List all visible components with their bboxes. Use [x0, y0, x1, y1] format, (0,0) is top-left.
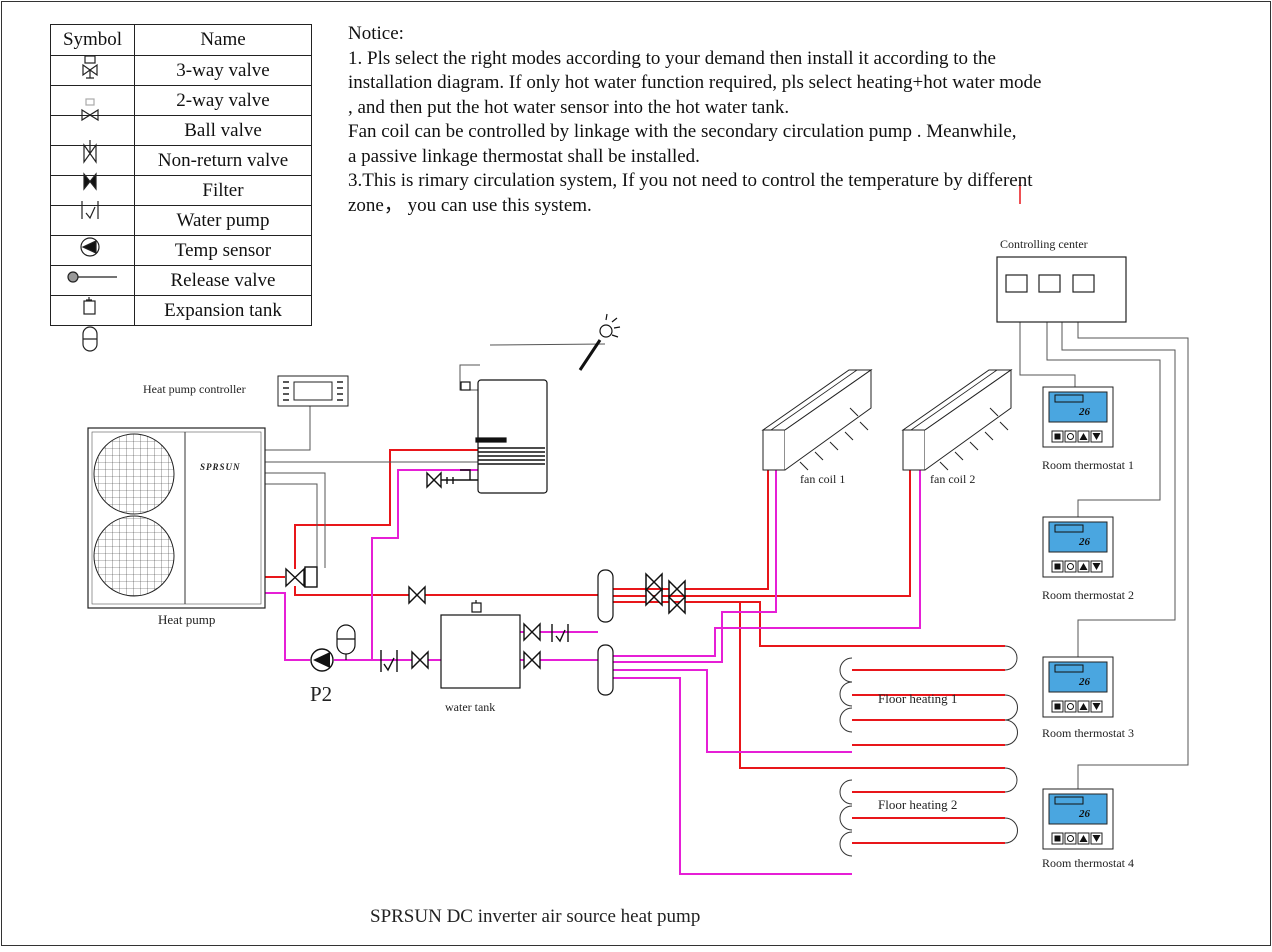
legend-row: Release valve	[50, 265, 312, 296]
legend-name: 2-way valve	[134, 85, 312, 116]
hot-water-tank	[460, 379, 548, 494]
expansion-tank	[336, 624, 356, 660]
tank-outlet-valves	[523, 622, 569, 670]
room-thermostat-2-icon	[1042, 516, 1114, 578]
fan-coil-1	[762, 369, 872, 471]
notice-line: , and then put the hot water sensor into…	[348, 96, 790, 118]
legend-name: Temp sensor	[134, 235, 312, 266]
return-pipes	[265, 469, 1018, 875]
room-thermostat-1-label: Room thermostat 1	[1042, 458, 1134, 472]
expansion-tank-icon	[82, 326, 98, 352]
three-way-valve	[285, 566, 318, 588]
legend-row: Water pump	[50, 205, 312, 236]
symbol-legend-table: Symbol Name 3-way valve 2-way valve Ball…	[50, 24, 312, 326]
diagram-caption: SPRSUN DC inverter air source heat pump	[370, 906, 700, 927]
legend-name: 3-way valve	[134, 55, 312, 86]
filter-and-ball-valve	[380, 650, 429, 672]
thermostat-3-display: 26	[1078, 676, 1091, 688]
legend-name: Water pump	[134, 205, 312, 236]
legend-name: Filter	[134, 175, 312, 206]
legend-row: Temp sensor	[50, 235, 312, 266]
room-thermostat-2-label: Room thermostat 2	[1042, 588, 1134, 602]
heat-pump-label: Heat pump	[158, 612, 215, 627]
legend-row: Ball valve	[50, 115, 312, 146]
thermostat-4-display: 26	[1078, 808, 1091, 820]
controlling-center	[996, 256, 1127, 323]
fan-grille-icon	[93, 515, 175, 597]
room-thermostat-1-icon	[1042, 386, 1114, 448]
thermostat-1-display: 26	[1078, 406, 1091, 418]
notice-line: a passive linkage thermostat shall be in…	[348, 145, 700, 167]
buffer-water-tank	[440, 600, 521, 689]
notice-line: Fan coil can be controlled by linkage wi…	[348, 121, 1017, 142]
legend-name: Expansion tank	[134, 295, 312, 326]
legend-row: Expansion tank	[50, 295, 312, 326]
fan-coil-1-label: fan coil 1	[800, 472, 845, 486]
legend-name: Ball valve	[134, 115, 312, 146]
manifolds	[597, 569, 614, 696]
heat-pump-controller	[277, 375, 349, 407]
controlling-center-label: Controlling center	[1000, 237, 1088, 251]
legend-header-symbol: Symbol	[50, 24, 135, 56]
notice-line: installation diagram. If only hot water …	[348, 72, 1042, 93]
room-thermostat-3-icon	[1042, 656, 1114, 718]
fan-coil-2	[902, 369, 1012, 471]
legend-row: Non-return valve	[50, 145, 312, 176]
heat-pump-unit	[87, 427, 266, 609]
heat-pump-controller-label: Heat pump controller	[143, 382, 246, 396]
notice-block: Notice: 1. Pls select the right modes ac…	[348, 22, 1248, 218]
thermostat-2-display: 26	[1078, 536, 1091, 548]
water-tank-label: water tank	[445, 700, 495, 714]
legend-header-name: Name	[134, 24, 312, 56]
floor-heating-2-label: Floor heating 2	[878, 797, 957, 812]
legend-name: Non-return valve	[134, 145, 312, 176]
drain-valve	[426, 469, 478, 489]
legend-row: 3-way valve	[50, 55, 312, 86]
legend-row: 2-way valve	[50, 85, 312, 116]
notice-line: 3.This is rimary circulation system, If …	[348, 170, 1033, 191]
notice-line: zone， you can use this system.	[348, 194, 592, 216]
room-thermostat-4-label: Room thermostat 4	[1042, 856, 1134, 870]
room-thermostat-3-label: Room thermostat 3	[1042, 726, 1134, 740]
fan-coil-2-way-valves	[645, 573, 686, 614]
legend-name: Release valve	[134, 265, 312, 296]
supply-pipes	[265, 449, 1005, 844]
brand-logo: SPRSUN	[200, 462, 241, 472]
notice-title: Notice:	[348, 23, 404, 44]
legend-header-row: Symbol Name	[50, 24, 312, 56]
fan-coil-2-label: fan coil 2	[930, 472, 975, 486]
floor-heating-1-label: Floor heating 1	[878, 691, 957, 706]
supply-ball-valve	[408, 585, 426, 605]
shower-head-icon	[578, 313, 621, 371]
room-thermostat-4-icon	[1042, 788, 1114, 850]
pump-p2-icon	[310, 648, 334, 672]
fan-grille-icon	[93, 433, 175, 515]
pump-p2-label: P2	[310, 682, 332, 706]
legend-row: Filter	[50, 175, 312, 206]
notice-line: 1. Pls select the right modes according …	[348, 47, 996, 69]
